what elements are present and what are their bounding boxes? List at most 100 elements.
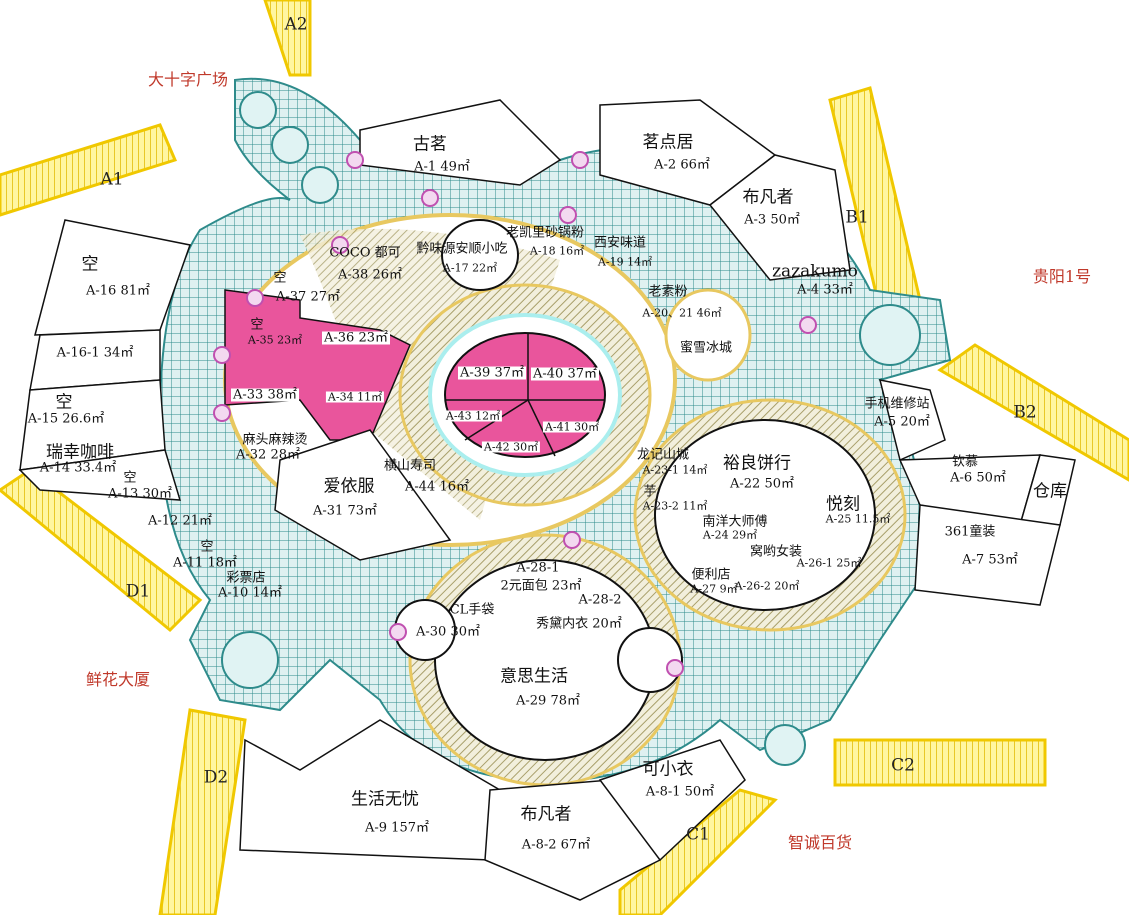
unit-name: 可小衣 [642, 759, 694, 780]
landmark-label: 贵阳1号 [1032, 267, 1092, 286]
shop-outlines [18, 99, 1076, 901]
unit-name: COCO 都可 [329, 245, 401, 261]
unit-code: A-32 28㎡ [236, 447, 300, 463]
unit-name: 仓库 [1033, 481, 1067, 502]
exit-label: C1 [686, 824, 710, 845]
unit-code: A-3 50㎡ [744, 212, 800, 228]
unit-name: 布凡者 [742, 187, 794, 208]
unit-name: 南洋大师傅 [702, 514, 768, 530]
unit-name: 悦刻 [826, 494, 860, 515]
unit-code: A-31 73㎡ [313, 503, 377, 519]
unit-name: 361童装 [944, 524, 996, 540]
unit-name: 爱依服 [323, 476, 375, 497]
unit-name: 彩票店 [226, 570, 266, 586]
unit-code: A-34 11㎡ [325, 390, 385, 404]
unit-code: A-16 81㎡ [86, 283, 150, 299]
unit-code: A-24 29㎡ [702, 528, 758, 542]
unit-code: A-1 49㎡ [414, 159, 470, 175]
unit-name: 窝哟女装 [749, 544, 803, 560]
unit-code: A-7 53㎡ [962, 552, 1018, 568]
unit-code: A-36 23㎡ [322, 330, 390, 346]
exit-label: D1 [125, 581, 151, 602]
unit-name: 便利店 [691, 567, 731, 583]
unit-name: 钦慕 [951, 454, 979, 470]
unit-name: 空 [250, 317, 264, 333]
exit-label: C2 [891, 755, 915, 776]
unit-name: 空 [123, 470, 137, 486]
unit-code: A-37 27㎡ [276, 289, 340, 305]
unit-name: 古茗 [413, 134, 447, 155]
landmark-label: 智诚百货 [787, 833, 853, 852]
unit-code: A-10 14㎡ [218, 585, 282, 601]
unit-name: 手机维修站 [864, 396, 930, 412]
unit-name: 老凯里砂锅粉 [505, 225, 585, 241]
unit-code: A-20、21 46㎡ [642, 306, 722, 320]
exit-label: D2 [203, 767, 229, 788]
exit-label: B2 [1013, 402, 1037, 423]
unit-code: A-25 11.5㎡ [825, 512, 891, 526]
planters [221, 91, 921, 766]
unit-code: A-5 20㎡ [874, 414, 930, 430]
unit-code: A-44 16㎡ [405, 479, 469, 495]
unit-code: A-9 157㎡ [365, 820, 429, 836]
unit-name: 2元面包 23㎡ [500, 578, 582, 594]
unit-code: A-11 18㎡ [173, 555, 237, 571]
unit-name: CL手袋 [449, 602, 495, 618]
unit-code: A-28-1 [516, 560, 560, 576]
unit-code: A-40 37㎡ [531, 366, 599, 382]
unit-code: A-22 50㎡ [730, 476, 794, 492]
landmark-label: 大十字广场 [147, 70, 229, 89]
unit-name: 蜜雪冰城 [679, 340, 733, 356]
unit-code: A-38 26㎡ [338, 267, 402, 283]
unit-name: 芋 [643, 484, 657, 500]
unit-name: 麻头麻辣烫 [242, 432, 308, 448]
unit-code: A-23-2 11㎡ [642, 499, 708, 513]
unit-name: 茗点居 [642, 132, 694, 153]
unit-name: 秀黛内衣 20㎡ [536, 616, 622, 632]
unit-code: A-14 33.4㎡ [39, 460, 117, 476]
unit-code: A-15 26.6㎡ [27, 411, 105, 427]
exit-label: A2 [284, 14, 308, 35]
unit-name: 老素粉 [648, 284, 688, 300]
unit-code: A-16-1 34㎡ [56, 345, 134, 361]
unit-code: A-23-1 14㎡ [642, 463, 708, 477]
unit-name: 裕良饼行 [723, 453, 791, 474]
unit-name: 生活无忧 [351, 789, 419, 810]
unit-name: 空 [81, 254, 99, 275]
unit-name: zazakumo [772, 261, 858, 282]
unit-code: A-26-2 20㎡ [734, 579, 800, 593]
exit-label: B1 [845, 207, 869, 228]
unit-code: A-28-2 [578, 592, 622, 608]
unit-code: A-30 30㎡ [416, 624, 480, 640]
unit-code: A-8-1 50㎡ [645, 784, 715, 800]
unit-code: A-43 12㎡ [443, 409, 503, 423]
unit-name: 西安味道 [593, 235, 647, 251]
unit-code: A-13 30㎡ [108, 486, 172, 502]
unit-code: A-2 66㎡ [654, 157, 710, 173]
unit-code: A-26-1 25㎡ [796, 556, 862, 570]
unit-name: 布凡者 [520, 804, 572, 825]
unit-code: A-18 16㎡ [529, 244, 585, 258]
unit-name: 空 [200, 539, 214, 555]
unit-name: 黔味源安顺小吃 [416, 241, 508, 257]
unit-code: A-29 78㎡ [516, 693, 580, 709]
unit-code: A-19 14㎡ [597, 255, 653, 269]
unit-code: A-41 30㎡ [542, 420, 602, 434]
unit-name: 横山寿司 [383, 458, 437, 474]
unit-code: A-39 37㎡ [458, 365, 526, 381]
unit-code: A-17 22㎡ [442, 261, 498, 275]
unit-code: A-4 33㎡ [797, 282, 853, 298]
unit-code: A-42 30㎡ [481, 440, 541, 454]
unit-code: A-27 9㎡ [690, 582, 738, 596]
unit-code: A-35 23㎡ [247, 333, 303, 347]
unit-name: 空 [273, 270, 287, 286]
unit-code: A-33 38㎡ [231, 387, 299, 403]
column-markers [213, 151, 817, 677]
unit-code: A-12 21㎡ [148, 513, 212, 529]
unit-name: 意思生活 [500, 666, 568, 687]
unit-name: 龙记山城 [636, 447, 690, 463]
unit-code: A-8-2 67㎡ [521, 837, 591, 853]
unit-name: 瑞幸咖啡 [46, 442, 114, 463]
exit-label: A1 [100, 169, 124, 190]
